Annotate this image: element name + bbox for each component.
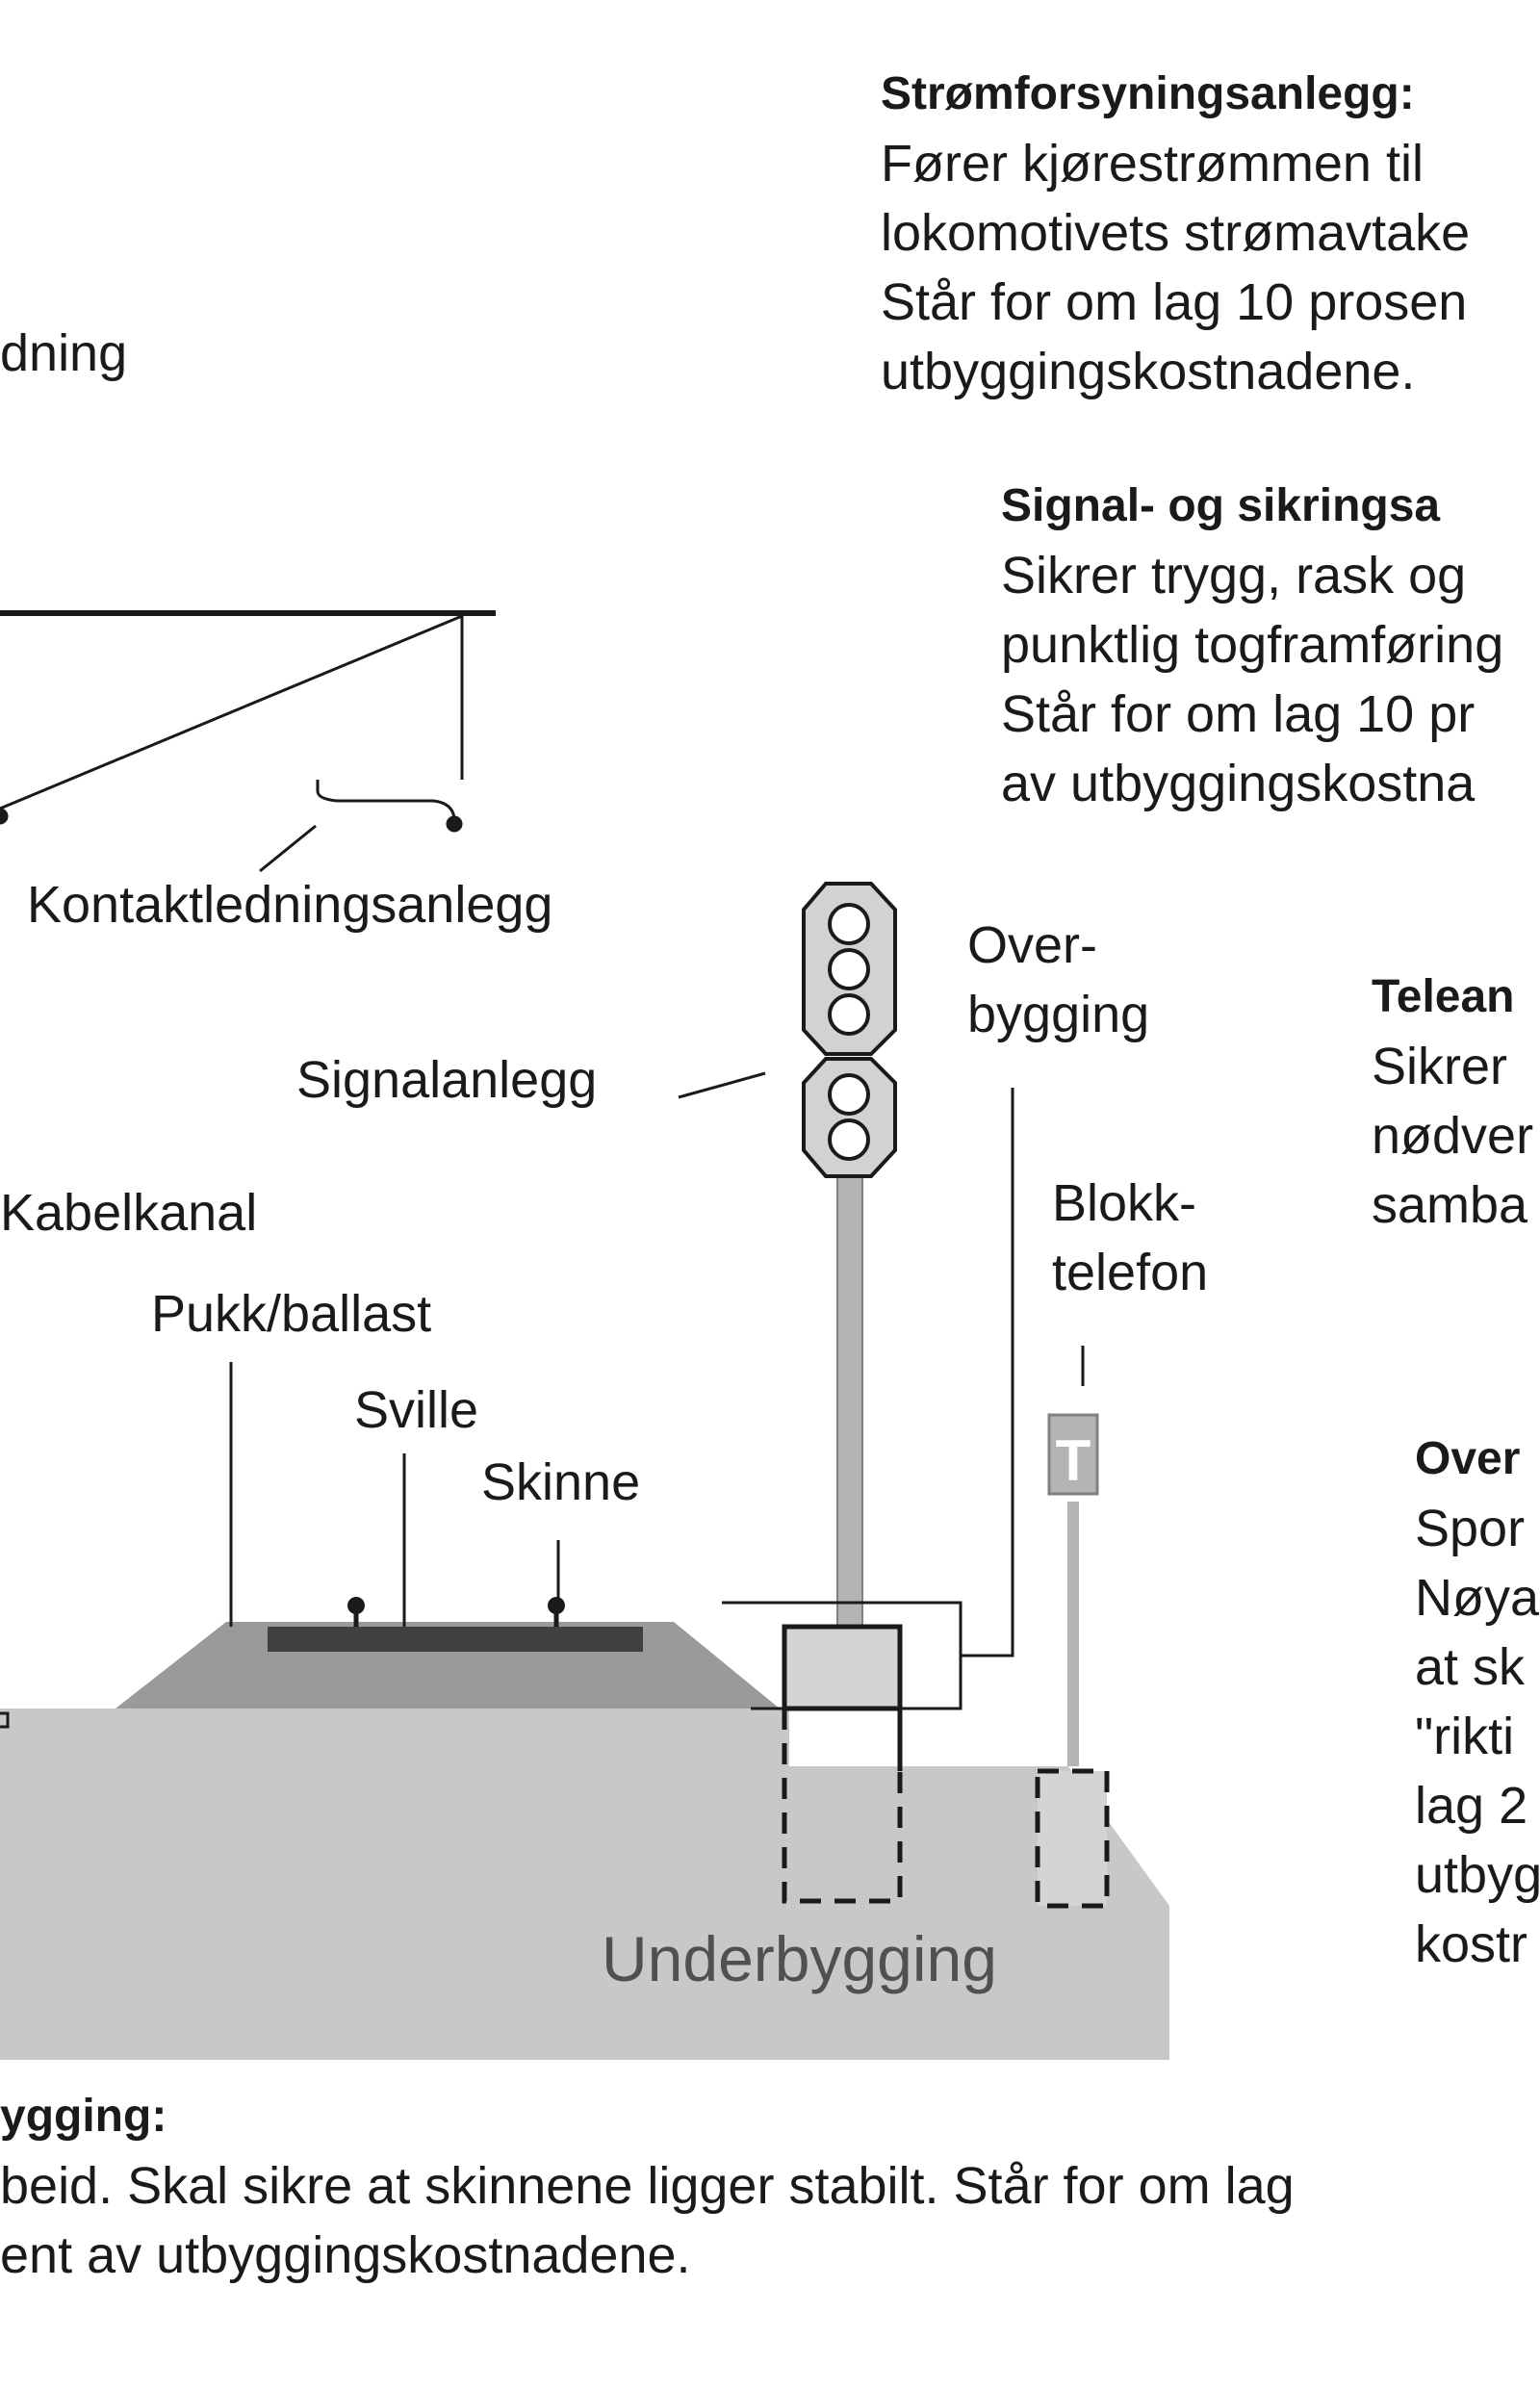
superstructure-line: Spor [1415,1500,1526,1557]
signal-safety-line: av utbyggingskostna [1001,755,1476,812]
block-phone-symbol: T [1056,1428,1091,1493]
signal-safety-line: Sikrer trygg, rask og [1001,547,1467,604]
rail-left [347,1597,365,1627]
signal-head-upper [802,882,897,1056]
telecom-line: nødver [1372,1107,1534,1165]
signal-safety-line: punktlig togframføring [1001,616,1504,674]
cable-channel-label: Kabelkanal [0,1184,257,1242]
power-supply-box: Strømforsyningsanlegg: Fører kjørestrømm… [881,60,1470,406]
leader-lines [229,1071,1014,1658]
signal-pole [836,1173,863,1628]
power-supply-line: Står for om lag 10 prosen [881,273,1468,331]
telecom-line: Sikrer [1372,1038,1508,1095]
superstructure-line: utbyg [1415,1846,1540,1904]
power-supply-line: utbyggingskostnadene. [881,343,1416,400]
rail-label: Skinne [481,1453,640,1511]
superstructure-line: at sk [1415,1638,1526,1696]
superstructure-line: kostr [1415,1915,1528,1973]
cable-channel-marker [0,1711,10,1729]
rail-right [548,1597,565,1627]
superstructure-heading: Over [1415,1433,1521,1484]
substructure-label: Underbygging [602,1923,997,1994]
block-phone-label-line2: telefon [1052,1244,1208,1301]
superstructure-line: lag 2 [1415,1777,1528,1835]
signal-foundation-buried [782,1709,903,1904]
signal-safety-heading: Signal- og sikringsa [1001,480,1441,531]
superstructure-box: Over Spor Nøya at sk "rikti lag 2 utbyg … [1415,1425,1540,1979]
sleeper-bar [268,1627,643,1652]
substructure-line: beid. Skal sikre at skinnene ligger stab… [0,2157,1295,2215]
substructure-heading: ygging: [0,2091,167,2142]
substructure-line: ent av utbyggingskostnadene. [0,2226,691,2284]
block-phone-foundation [1038,1771,1107,1906]
power-supply-heading: Strømforsyningsanlegg: [881,68,1415,119]
telecom-heading: Telean [1372,971,1515,1022]
ballast-label: Pukk/ballast [151,1285,431,1343]
superstructure-line: Nøya [1415,1569,1540,1627]
contact-line-structure [0,610,496,873]
block-phone-box [1047,1413,1099,1496]
signal-foundation [782,1624,903,1711]
superstructure-label-line1: Over- [967,916,1097,974]
sleeper-label: Sville [354,1381,478,1439]
power-supply-line: Fører kjørestrømmen til [881,135,1424,193]
superstructure-line: "rikti [1415,1708,1515,1765]
signal-head-lower [802,1057,897,1178]
signal-safety-line: Står for om lag 10 pr [1001,685,1476,743]
substructure-box: ygging: beid. Skal sikre at skinnene lig… [0,2082,1295,2290]
telecom-line: samba [1372,1176,1528,1234]
telecom-box: Telean Sikrer nødver samba [1372,963,1533,1240]
power-supply-line: lokomotivets strømavtake [881,204,1471,262]
block-phone-label-line1: Blokk- [1052,1174,1196,1232]
contact-line-label: Kontaktledningsanlegg [27,876,552,934]
substructure-ground [0,1709,1169,2060]
block-phone-foundation-outline [1035,1768,1110,1909]
signal-label: Signalanlegg [296,1051,597,1109]
signal-safety-box: Signal- og sikringsa Sikrer trygg, rask … [1001,472,1503,818]
superstructure-label-line2: bygging [967,986,1149,1043]
contact-line-label-partial: dning [0,324,127,382]
